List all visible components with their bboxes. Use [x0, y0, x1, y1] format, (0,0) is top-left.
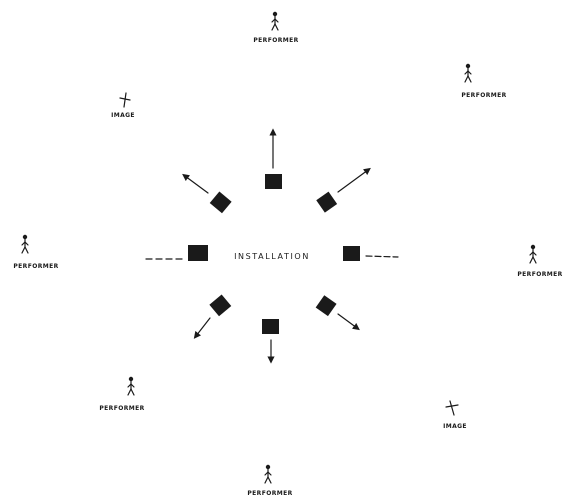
speaker-box-bottom-left	[209, 294, 232, 317]
performer-label: PERFORMER	[99, 405, 144, 412]
performer-label: PERFORMER	[13, 263, 58, 270]
image-top-left: IMAGE	[111, 92, 135, 119]
performer-top: PERFORMER	[253, 11, 298, 44]
speaker-box-top	[265, 174, 282, 189]
performer-label: PERFORMER	[253, 37, 298, 44]
performer-left: PERFORMER	[13, 234, 58, 270]
speaker-box-bottom-right	[315, 295, 337, 317]
performer-label: PERFORMER	[517, 271, 562, 278]
installation-label: INSTALLATION	[234, 252, 310, 261]
arrow-bottom-right	[337, 313, 360, 331]
installation-group: INSTALLATION	[144, 128, 399, 364]
performer-label: PERFORMER	[247, 490, 292, 497]
image-label: IMAGE	[111, 112, 135, 119]
arrow-top-left	[182, 173, 209, 194]
performer-icon	[127, 376, 135, 396]
speaker-box-top-left	[209, 191, 232, 214]
image-label: IMAGE	[443, 423, 467, 430]
performer-icon	[264, 464, 272, 484]
performer-icon	[529, 244, 537, 264]
image-cross-icon	[119, 92, 131, 108]
speaker-box-top-right	[316, 191, 338, 213]
performer-label: PERFORMER	[461, 92, 506, 99]
performer-top-right: PERFORMER	[461, 63, 506, 99]
speaker-box-bottom	[262, 319, 279, 334]
performer-icon	[464, 63, 472, 83]
image-bottom-right: IMAGE	[443, 400, 467, 430]
image-cross-icon	[445, 400, 459, 416]
arrow-top-right	[337, 167, 371, 193]
performer-icon	[271, 11, 279, 31]
speaker-box-right	[343, 246, 360, 261]
performer-bottom-left: PERFORMER	[99, 376, 144, 412]
speaker-box-left	[188, 245, 208, 261]
performer-right: PERFORMER	[517, 244, 562, 278]
performer-icon	[21, 234, 29, 254]
arrow-bottom-left	[193, 317, 211, 339]
performer-bottom: PERFORMER	[247, 464, 292, 497]
arrow-right	[365, 255, 399, 258]
